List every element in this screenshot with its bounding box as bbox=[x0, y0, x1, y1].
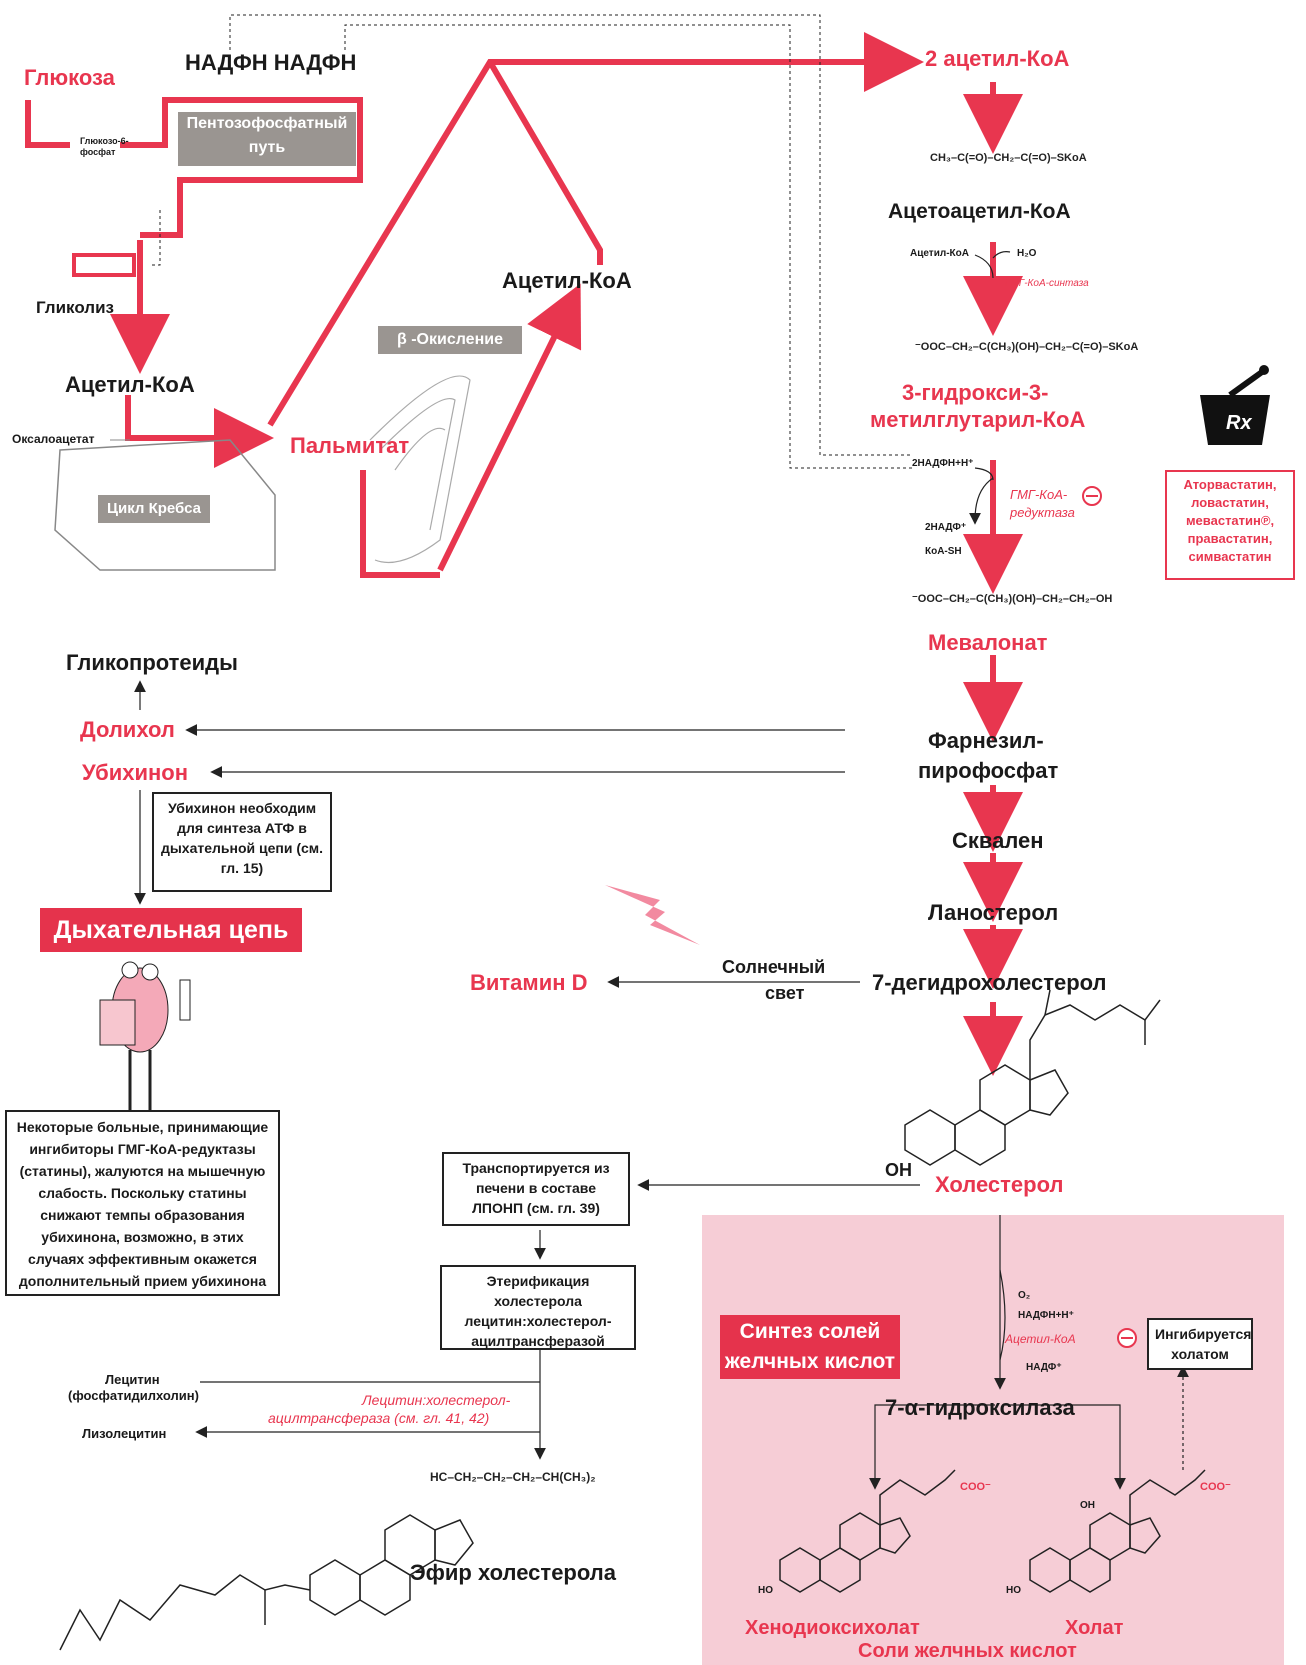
cholate-label: Холат bbox=[1065, 1617, 1124, 1639]
lecithin-2: (фосфатидилхолин) bbox=[68, 1388, 199, 1403]
hmg-label-1: 3-гидрокси-3- bbox=[902, 380, 1049, 405]
cholesterol-label: Холестерол bbox=[935, 1172, 1064, 1197]
hydroxylase-label: 7-α-гидроксилаза bbox=[885, 1395, 1075, 1420]
inhibited-box: Ингибируется холатом bbox=[1147, 1318, 1253, 1370]
bile-title-2: желчных кислот bbox=[724, 1350, 896, 1373]
lanosterol-label: Ланостерол bbox=[928, 900, 1059, 925]
lcat-2: ацилтрансфераза (см. гл. 41, 42) bbox=[268, 1410, 490, 1426]
statins-box: Аторвастатин, ловастатин, мевастатин℗, п… bbox=[1165, 470, 1295, 580]
mortar-pestle-icon bbox=[1200, 365, 1270, 445]
krebs-outline bbox=[54, 439, 276, 571]
scientist-figure bbox=[99, 961, 191, 1120]
glucose-flow bbox=[25, 32, 924, 578]
vitd-label: Витамин D bbox=[470, 970, 588, 995]
mevalonate-label: Мевалонат bbox=[928, 630, 1048, 655]
krebs-box: Цикл Кребса bbox=[98, 495, 210, 523]
squalene-label: Сквален bbox=[952, 828, 1044, 853]
sunlight-2: свет bbox=[765, 983, 805, 1003]
ubiquinone-label: Убихинон bbox=[82, 760, 189, 785]
nadph-dotted-lines bbox=[150, 14, 912, 469]
beta-oxidation-box: β -Окисление bbox=[378, 326, 522, 354]
bile-acid-panel bbox=[702, 1215, 1284, 1665]
bile-nadph: НАДФН+Н⁺ bbox=[1018, 1310, 1074, 1321]
bile-acetyl: Ацетил-КоА bbox=[1005, 1332, 1076, 1346]
lysolecithin-label: Лизолецитин bbox=[82, 1426, 167, 1441]
rx-label: Rx bbox=[1226, 412, 1252, 434]
lecithin-1: Лецитин bbox=[105, 1372, 160, 1387]
glycoproteins-label: Гликопротеиды bbox=[66, 650, 238, 675]
inhibit-symbol bbox=[1082, 486, 1102, 506]
sunlight-bolt bbox=[605, 885, 700, 945]
hmg-label-2: метилглутарил-КоА bbox=[870, 407, 1086, 432]
inhibited-2: холатом bbox=[1171, 1346, 1229, 1362]
coo-1: COO⁻ bbox=[960, 1481, 991, 1493]
koash-label: КоА-SH bbox=[925, 546, 962, 557]
ester-sidechain: HC–CH₂–CH₂–CH₂–CH(CH₃)₂ bbox=[430, 1470, 596, 1484]
mevalonate-structure: ⁻OOC–CH₂–C(CH₃)(OH)–CH₂–CH₂–OH bbox=[912, 593, 1113, 605]
farnesyl-1: Фарнезил- bbox=[928, 728, 1044, 753]
acetyl-koa-small: Ацетил-КоА bbox=[910, 248, 969, 259]
hmg-reductase-2: редуктаза bbox=[1010, 505, 1075, 520]
transport-box: Транспортируется из печени в составе ЛПО… bbox=[442, 1152, 630, 1226]
palmitate-label: Пальмитат bbox=[290, 433, 410, 458]
oxaloacetate-label: Оксалоацетат bbox=[12, 432, 95, 446]
inhibited-1: Ингибируется bbox=[1155, 1326, 1252, 1342]
nadp2-label: 2НАДФ⁺ bbox=[925, 522, 967, 533]
o2-label: O₂ bbox=[1018, 1290, 1031, 1301]
cholesterol-rings bbox=[904, 989, 1161, 1166]
ester-rings bbox=[59, 1514, 474, 1651]
coo-2: COO⁻ bbox=[1200, 1481, 1231, 1493]
glucose-label: Глюкоза bbox=[24, 65, 115, 90]
esterification-box: Этерификация холестерола лецитин:холесте… bbox=[440, 1265, 636, 1350]
ester-label: Эфир холестерола bbox=[410, 1560, 616, 1585]
hmg-structure: ⁻OOC–CH₂–C(CH₃)(OH)–CH₂–C(=O)–SKoA bbox=[915, 341, 1139, 353]
bile-title-1: Синтез солей bbox=[739, 1320, 881, 1343]
statin-note-box: Некоторые больные, принимающие ингибитор… bbox=[5, 1110, 280, 1296]
acetyl2-label: 2 ацетил-КоА bbox=[925, 46, 1070, 71]
g6p-label: Глюкозо-6-фосфат bbox=[80, 136, 129, 157]
oh-top: OH bbox=[1080, 1500, 1095, 1511]
ho-1: HO bbox=[758, 1585, 773, 1596]
ppp-box: Пентозофосфатный путь bbox=[178, 112, 356, 166]
bile-nadp: НАДФ⁺ bbox=[1026, 1362, 1062, 1373]
dolichol-label: Долихол bbox=[80, 717, 175, 742]
h2o-label: H₂O bbox=[1017, 248, 1037, 259]
cheno-label: Хенодиоксихолат bbox=[745, 1617, 920, 1639]
hmg-reductase-1: ГМГ-КоА- bbox=[1010, 487, 1068, 502]
cholesterol-oh: OH bbox=[885, 1160, 912, 1180]
glycolysis-box bbox=[72, 253, 136, 277]
dehydrochol-label: 7-дегидрохолестерол bbox=[872, 970, 1107, 995]
bile-salts-label: Соли желчных кислот bbox=[858, 1640, 1077, 1662]
acetoacetyl-structure: CH₃–C(=O)–CH₂–C(=O)–SKoA bbox=[930, 152, 1087, 164]
glycolysis-label: Гликолиз bbox=[36, 298, 114, 317]
acetyl-mid: Ацетил-КоА bbox=[502, 268, 632, 293]
ho-2: HO bbox=[1006, 1585, 1021, 1596]
hmg-synthase: ГМГ-КоА-синтаза bbox=[1005, 278, 1089, 289]
bile-rings bbox=[779, 1469, 1206, 1593]
resp-chain-banner: Дыхательная цепь bbox=[40, 908, 302, 952]
acetoacetyl-label: Ацетоацетил-КоА bbox=[888, 200, 1071, 223]
nadph-pair: НАДФН НАДФН bbox=[185, 50, 357, 75]
acetyl-left: Ацетил-КоА bbox=[65, 372, 195, 397]
bile-banner: Синтез солей желчных кислот bbox=[720, 1315, 900, 1379]
sunlight-1: Солнечный bbox=[722, 957, 826, 977]
farnesyl-2: пирофосфат bbox=[918, 758, 1059, 783]
lcat-1: Лецитин:холестерол- bbox=[362, 1392, 511, 1408]
ubiquinone-box: Убихинон необходим для синтеза АТФ в дых… bbox=[152, 792, 332, 892]
beta-spiral bbox=[369, 375, 471, 564]
nadph2-label: 2НАДФН+Н⁺ bbox=[912, 458, 974, 469]
